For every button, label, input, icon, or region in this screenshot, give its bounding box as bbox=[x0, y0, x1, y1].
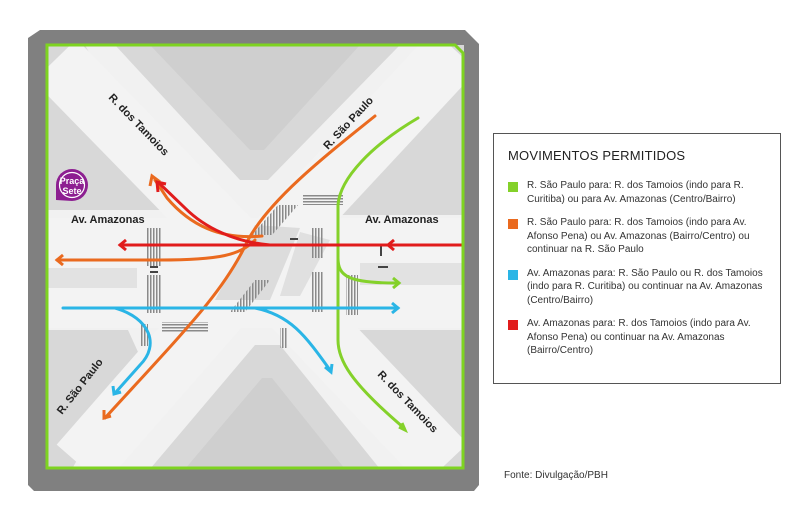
median-west bbox=[47, 268, 137, 288]
legend-swatch-green bbox=[508, 182, 518, 192]
crosswalk bbox=[280, 328, 288, 348]
median-east bbox=[360, 263, 464, 285]
crosswalk bbox=[312, 228, 324, 258]
block-south-shade bbox=[185, 378, 345, 469]
legend-text: Av. Amazonas para: R. dos Tamoios (indo … bbox=[527, 318, 751, 356]
route-orange-tamoios bbox=[153, 178, 264, 239]
crosswalk bbox=[140, 324, 148, 346]
route-cyan-tamoios bbox=[253, 306, 332, 372]
arrowhead bbox=[102, 410, 112, 420]
praca-sete-badge: Praça Sete bbox=[56, 169, 88, 201]
legend-text: Av. Amazonas para: R. São Paulo ou R. do… bbox=[527, 267, 763, 306]
legend-item-cyan: Av. Amazonas para: R. São Paulo ou R. do… bbox=[508, 267, 766, 308]
legend-text: R. São Paulo para: R. dos Tamoios (indo … bbox=[527, 217, 750, 255]
crosswalk bbox=[303, 195, 343, 205]
crosswalk bbox=[230, 280, 270, 312]
source-credit: Fonte: Divulgação/PBH bbox=[504, 470, 608, 481]
block-north-shade bbox=[150, 45, 360, 150]
crosswalk bbox=[162, 322, 208, 332]
praca-sete-line2: Sete bbox=[62, 186, 81, 196]
crosswalk bbox=[147, 275, 161, 313]
street-label-amazonas-w: Av. Amazonas bbox=[71, 214, 145, 226]
arrowhead bbox=[385, 238, 395, 252]
map-area: R. dos Tamoios R. São Paulo Av. Amazonas… bbox=[47, 45, 464, 469]
praca-sete-line1: Praça bbox=[60, 176, 86, 186]
arrowhead bbox=[117, 238, 127, 252]
arrowhead bbox=[155, 180, 167, 193]
route-cyan-sao-paulo bbox=[113, 306, 152, 394]
arrowhead bbox=[324, 363, 334, 375]
arrowhead bbox=[111, 385, 122, 396]
legend-item-orange: R. São Paulo para: R. dos Tamoios (indo … bbox=[508, 216, 766, 257]
lane-marks bbox=[150, 238, 388, 273]
crosswalk bbox=[252, 205, 298, 235]
arrowhead bbox=[148, 173, 161, 187]
legend-swatch-orange bbox=[508, 219, 518, 229]
legend-swatch-red bbox=[508, 320, 518, 330]
legend-title: MOVIMENTOS PERMITIDOS bbox=[508, 148, 686, 163]
map-pin-icon bbox=[56, 169, 88, 201]
intersection-map: R. dos Tamoios R. São Paulo Av. Amazonas… bbox=[28, 30, 479, 491]
arrowhead bbox=[392, 276, 402, 290]
crosswalk bbox=[147, 228, 161, 266]
route-red-tamoios bbox=[158, 182, 272, 247]
map-border bbox=[45, 43, 465, 470]
arrowhead bbox=[391, 301, 401, 315]
crosswalk bbox=[312, 272, 324, 312]
route-green-branch bbox=[336, 256, 398, 285]
arrowhead bbox=[54, 253, 64, 267]
street-label-amazonas-e: Av. Amazonas bbox=[365, 214, 439, 226]
legend-box: MOVIMENTOS PERMITIDOS R. São Paulo para:… bbox=[493, 133, 781, 384]
route-green-main bbox=[336, 116, 420, 430]
legend-item-green: R. São Paulo para: R. dos Tamoios (indo … bbox=[508, 179, 766, 206]
crosswalk bbox=[346, 275, 358, 315]
legend-text: R. São Paulo para: R. dos Tamoios (indo … bbox=[527, 180, 744, 205]
legend-swatch-cyan bbox=[508, 269, 518, 280]
legend-item-red: Av. Amazonas para: R. dos Tamoios (indo … bbox=[508, 317, 766, 358]
arrowhead bbox=[398, 422, 408, 434]
